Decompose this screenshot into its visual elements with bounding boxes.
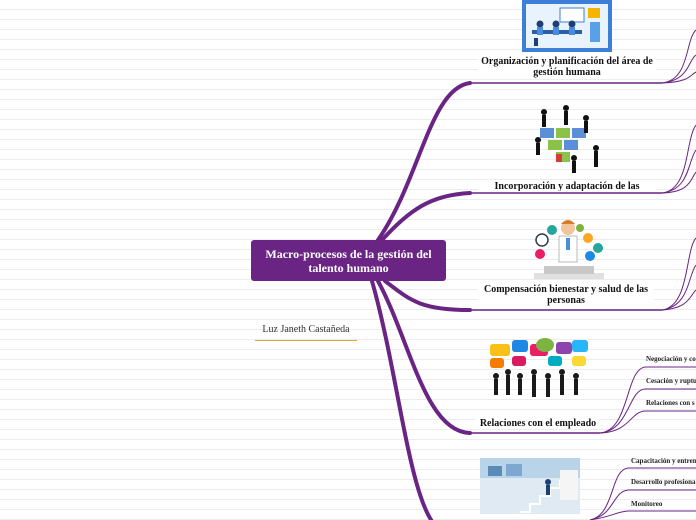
subbranch-org-3 [661,71,696,84]
subbranch-rel-1 [599,366,646,434]
branch-line-desarrollo [370,279,434,520]
subtopic-cesacion[interactable]: Cesación y ruptu [646,377,696,385]
subtopic-monitoreo[interactable]: Monitoreo [631,500,663,508]
subbranch-inc-3 [661,171,696,194]
branch-label-relaciones[interactable]: Relaciones con el empleado [476,418,600,429]
branch-line-organizacion [376,81,472,242]
branch-line-incorporacion [380,191,472,242]
subtopic-negociacion[interactable]: Negociación y co [646,355,696,363]
subbranch-rel-2 [599,388,646,434]
subbranch-des-3 [589,510,629,520]
office-planning-illustration [522,0,612,52]
subtopic-capacitacion[interactable]: Capacitación y entren [631,457,696,465]
subbranch-org-2 [661,54,696,84]
branch-label-organizacion[interactable]: Organización y planificación del área de… [478,56,656,78]
subbranch-inc-1 [661,124,696,194]
branch-line-compensacion [383,279,472,312]
branch-label-compensacion[interactable]: Compensación bienestar y salud de las pe… [478,284,654,306]
branch-line-relaciones [376,279,472,435]
subbranch-comp-3 [661,289,696,311]
subbranch-inc-2 [661,149,696,194]
central-topic[interactable]: Macro-procesos de la gestión del talento… [251,240,446,281]
subbranch-rel-3 [599,410,646,434]
puzzle-people-illustration [535,105,599,173]
author-name: Luz Janeth Castañeda [255,324,357,341]
subbranch-org-1 [661,29,696,84]
stairs-growth-illustration [480,458,580,514]
subtopic-relaciones-con[interactable]: Relaciones con s [646,399,695,407]
doctor-wellness-illustration [534,220,604,279]
subtopic-desarrollo-profesional[interactable]: Desarrollo profesiona [631,478,696,486]
subbranch-comp-1 [661,237,696,311]
branch-label-incorporacion[interactable]: Incorporación y adaptación de las [478,181,656,191]
subbranch-des-1 [589,467,629,520]
subbranch-des-2 [589,489,629,520]
subbranch-comp-2 [661,264,696,311]
speech-bubbles-people-illustration [490,338,588,397]
